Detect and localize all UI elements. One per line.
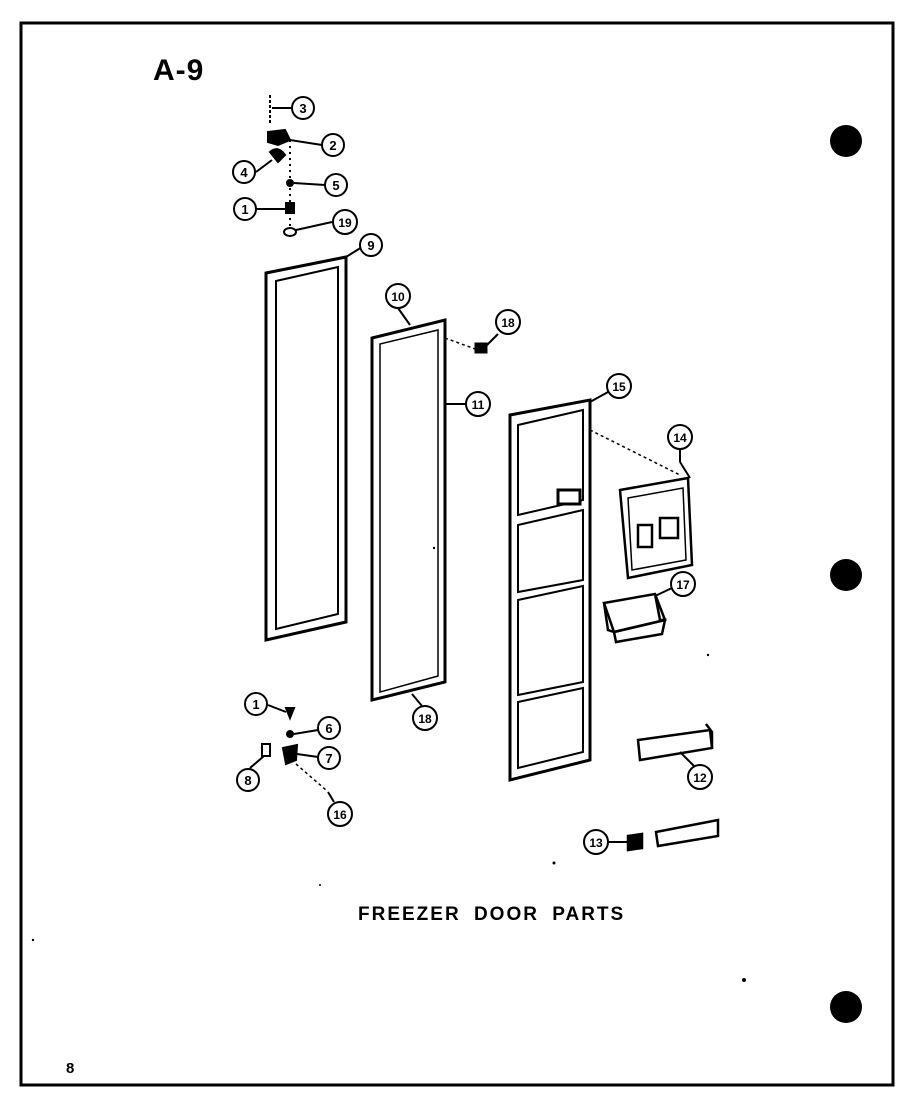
drip-tray xyxy=(602,592,667,644)
callout-9: 9 xyxy=(367,238,374,253)
hinge-bracket-part xyxy=(281,743,299,766)
scan-specks xyxy=(31,546,746,982)
liner-shelf-3 xyxy=(517,686,584,770)
page-border xyxy=(19,21,895,1087)
top-hinge-assembly xyxy=(267,95,297,237)
gasket-inner xyxy=(275,265,339,631)
liner-shelf-2 xyxy=(517,584,584,697)
callout-19: 19 xyxy=(338,216,352,230)
washer-part xyxy=(286,730,294,738)
hinge-cap-part xyxy=(284,707,296,721)
bushing-part xyxy=(261,743,271,757)
housing-switch xyxy=(658,516,680,540)
callout-18-top: 18 xyxy=(501,316,515,330)
cap-part xyxy=(283,227,297,237)
callout-10: 10 xyxy=(391,290,405,304)
liner-tab xyxy=(556,488,582,506)
leader-line xyxy=(589,429,681,476)
gasket-outer xyxy=(264,255,348,642)
tray-front xyxy=(612,618,667,644)
binder-hole xyxy=(830,991,862,1023)
callout-11: 11 xyxy=(472,398,485,412)
hinge-part xyxy=(267,128,292,147)
callout-12: 12 xyxy=(693,771,707,785)
door-panel xyxy=(370,318,488,702)
callout-6: 6 xyxy=(325,721,332,736)
callout-15: 15 xyxy=(612,380,626,394)
callout-17: 17 xyxy=(676,578,690,592)
callout-13: 13 xyxy=(589,836,603,850)
bottom-hinge-assembly xyxy=(261,707,327,791)
leader-line xyxy=(295,763,327,791)
liner-outer xyxy=(508,398,592,782)
callout-16: 16 xyxy=(333,808,347,822)
housing-inner xyxy=(627,487,687,571)
dispenser-housing xyxy=(618,461,694,580)
callout-5: 5 xyxy=(332,178,339,193)
sheet-id: A-9 xyxy=(153,54,205,87)
callout-8: 8 xyxy=(244,773,251,788)
binder-hole xyxy=(830,125,862,157)
diagram-caption: FREEZER DOOR PARTS xyxy=(358,904,626,925)
callout-1-top: 1 xyxy=(241,202,248,217)
page-number: 8 xyxy=(66,1060,75,1077)
callout-2: 2 xyxy=(329,138,336,153)
door-gasket xyxy=(264,255,348,642)
screw-18-part xyxy=(474,342,488,354)
door-shelf xyxy=(636,723,714,762)
housing-slot xyxy=(636,523,654,549)
housing-body xyxy=(618,476,694,580)
panel-outer xyxy=(370,318,447,702)
leader-line xyxy=(444,337,479,351)
trim-body xyxy=(654,818,720,848)
shelf-body xyxy=(636,728,714,762)
callouts: 3 2 4 5 1 19 9 xyxy=(232,96,713,855)
hinge-pin-part xyxy=(268,148,287,164)
callout-3: 3 xyxy=(299,101,306,116)
callout-14: 14 xyxy=(673,431,687,445)
binder-holes xyxy=(830,125,862,1023)
callout-7: 7 xyxy=(325,751,332,766)
liner-shelf-1 xyxy=(517,508,584,594)
door-liner xyxy=(508,398,681,782)
housing-clip xyxy=(679,461,691,479)
callout-18-bottom: 18 xyxy=(418,712,432,726)
trim-strip xyxy=(626,818,720,852)
binder-hole xyxy=(830,559,862,591)
shelf-end xyxy=(705,723,714,748)
callout-4: 4 xyxy=(240,165,248,180)
screw-13-part xyxy=(626,832,644,852)
panel-inner xyxy=(379,329,439,693)
liner-dispenser-recess xyxy=(517,408,584,517)
callout-1-bottom: 1 xyxy=(252,697,259,712)
